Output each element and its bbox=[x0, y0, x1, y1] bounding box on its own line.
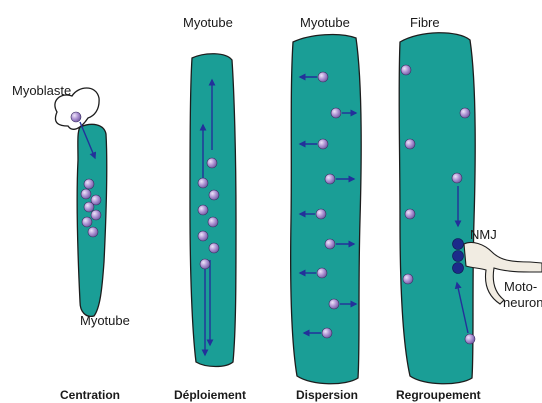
nucleus bbox=[325, 174, 335, 184]
nmj-nucleus bbox=[453, 251, 464, 262]
stage-dispersion: Myotube Dispersion bbox=[291, 15, 362, 402]
nucleus bbox=[84, 179, 94, 189]
label-myotube-2: Myotube bbox=[183, 15, 233, 30]
nmj-nucleus bbox=[453, 239, 464, 250]
nucleus bbox=[318, 139, 328, 149]
stage-regroupement: Fibre NMJ Moto- neuron Regroupement bbox=[396, 15, 542, 402]
nucleus bbox=[91, 210, 101, 220]
nucleus bbox=[81, 189, 91, 199]
label-fibre: Fibre bbox=[410, 15, 440, 30]
stage-deploiement: Myotube Déploiement bbox=[174, 15, 246, 402]
nucleus bbox=[318, 72, 328, 82]
nucleus bbox=[71, 112, 81, 122]
nucleus bbox=[209, 190, 219, 200]
nucleus bbox=[331, 108, 341, 118]
label-myotube-1: Myotube bbox=[80, 313, 130, 328]
stage-centration: Myoblaste Myotube Centration bbox=[12, 83, 130, 402]
nucleus bbox=[82, 217, 92, 227]
nucleus bbox=[465, 334, 475, 344]
label-motoneuron-1: Moto- bbox=[504, 279, 537, 294]
nucleus bbox=[198, 178, 208, 188]
nucleus bbox=[405, 209, 415, 219]
nucleus bbox=[405, 139, 415, 149]
nucleus bbox=[209, 243, 219, 253]
myotube-deployment bbox=[190, 54, 236, 367]
nucleus bbox=[88, 227, 98, 237]
label-myotube-3: Myotube bbox=[300, 15, 350, 30]
nucleus bbox=[316, 209, 326, 219]
nucleus bbox=[401, 65, 411, 75]
nucleus bbox=[317, 268, 327, 278]
nucleus bbox=[84, 202, 94, 212]
nucleus bbox=[207, 158, 217, 168]
caption-centration: Centration bbox=[60, 388, 120, 402]
caption-dispersion: Dispersion bbox=[296, 388, 358, 402]
nucleus bbox=[325, 239, 335, 249]
nucleus bbox=[452, 173, 462, 183]
nucleus bbox=[208, 217, 218, 227]
nucleus bbox=[198, 231, 208, 241]
label-nmj: NMJ bbox=[470, 227, 497, 242]
caption-deploiement: Déploiement bbox=[174, 388, 246, 402]
label-motoneuron-2: neuron bbox=[503, 295, 542, 310]
nucleus bbox=[403, 274, 413, 284]
nucleus bbox=[198, 205, 208, 215]
caption-regroupement: Regroupement bbox=[396, 388, 481, 402]
nucleus bbox=[322, 328, 332, 338]
muscle-fibre bbox=[399, 33, 475, 384]
label-myoblaste: Myoblaste bbox=[12, 83, 71, 98]
nucleus bbox=[200, 259, 210, 269]
nucleus bbox=[329, 299, 339, 309]
nucleus bbox=[460, 108, 470, 118]
nmj-nucleus bbox=[453, 263, 464, 274]
